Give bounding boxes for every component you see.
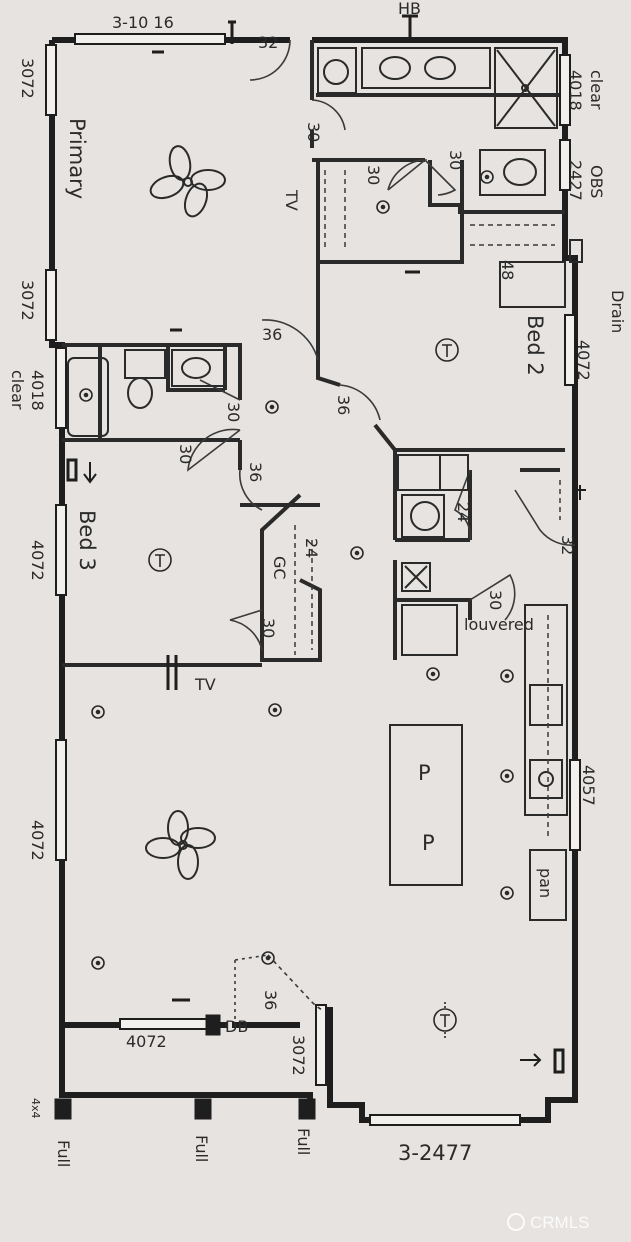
room-labels: Primary Bed 2 Bed 3 bbox=[65, 118, 547, 571]
label-door-30-laundry: 30 bbox=[486, 590, 505, 610]
door-bed3 bbox=[238, 469, 263, 511]
label-clear-top: clear bbox=[587, 70, 606, 110]
label-door-30-wc: 30 bbox=[446, 150, 465, 170]
watermark-text: CRMLS bbox=[530, 1213, 590, 1232]
label-door-30-bath-top: 30 bbox=[304, 122, 323, 142]
label-door-30-wic: 30 bbox=[364, 165, 383, 185]
label-door-32-side: 32 bbox=[558, 535, 577, 555]
light-fixture-icon bbox=[79, 170, 514, 970]
label-3072-mid: 3072 bbox=[18, 280, 37, 321]
door-bed2 bbox=[339, 384, 381, 421]
primary-shower bbox=[494, 47, 558, 129]
label-2427: 2427 bbox=[566, 160, 585, 201]
door-side bbox=[514, 489, 576, 546]
label-4072-living: 4072 bbox=[28, 820, 47, 861]
door-swings bbox=[187, 39, 576, 1020]
label-door-48-closet: 48 bbox=[498, 260, 517, 280]
windows bbox=[45, 33, 581, 1126]
label-clear-left: clear bbox=[8, 370, 27, 410]
ceiling-fan-icon bbox=[145, 810, 216, 880]
closet-shelves bbox=[294, 170, 561, 840]
ceiling-fan-icon bbox=[149, 145, 226, 218]
label-4x4: 4x4 bbox=[29, 1098, 42, 1119]
label-full-2: Full bbox=[192, 1135, 211, 1162]
label-door-30-bath2: 30 bbox=[224, 402, 243, 422]
label-3-2477: 3-2477 bbox=[398, 1141, 472, 1165]
label-full-3: Full bbox=[294, 1128, 313, 1155]
pantry bbox=[529, 849, 567, 921]
label-pan: pan bbox=[536, 868, 555, 898]
room-label-bed2: Bed 2 bbox=[523, 315, 547, 376]
label-4072-bottom: 4072 bbox=[126, 1032, 167, 1051]
door-hall-primary bbox=[261, 319, 319, 361]
label-4018-top: 4018 bbox=[566, 70, 585, 111]
door-entry bbox=[267, 954, 323, 1011]
label-win-primary-top: 3-10 16 bbox=[112, 13, 174, 32]
range bbox=[401, 562, 431, 592]
room-label-bed3: Bed 3 bbox=[75, 510, 99, 571]
label-door-24-laundry: 24 bbox=[454, 502, 473, 522]
label-door-24-closet: 24 bbox=[302, 538, 321, 558]
label-obs: OBS bbox=[587, 165, 606, 198]
label-tv-primary: TV bbox=[282, 189, 301, 211]
label-db: DB bbox=[225, 1017, 248, 1036]
label-4018-left: 4018 bbox=[28, 370, 47, 411]
label-3072-top: 3072 bbox=[18, 58, 37, 99]
fridge bbox=[401, 604, 458, 656]
label-4072-bed3: 4072 bbox=[28, 540, 47, 581]
label-full-1: Full bbox=[54, 1140, 73, 1167]
primary-vanity-left bbox=[317, 47, 357, 94]
label-tv-living: TV bbox=[194, 675, 216, 694]
label-3072-bottom: 3072 bbox=[289, 1035, 308, 1076]
label-door-30-bed3-closet: 30 bbox=[259, 618, 278, 638]
bath2-tub bbox=[67, 357, 109, 437]
label-island-p2: P bbox=[422, 831, 435, 855]
label-door-32-primary: 32 bbox=[258, 33, 278, 52]
room-label-primary: Primary bbox=[65, 118, 89, 199]
kitchen-island bbox=[389, 724, 463, 886]
label-drain: Drain bbox=[608, 290, 627, 333]
label-door-30-bath2b: 30 bbox=[176, 444, 195, 464]
smoke-detector-icon bbox=[148, 338, 459, 1038]
label-louvered: louvered bbox=[464, 615, 534, 634]
label-4057: 4057 bbox=[579, 765, 598, 806]
fixtures bbox=[67, 47, 583, 921]
dimension-labels: 3-10 16 HB clear 4018 OBS 2427 Drain 407… bbox=[8, 0, 627, 1167]
primary-double-sink bbox=[361, 47, 491, 89]
crmls-logo: CRMLS bbox=[507, 1213, 590, 1232]
label-hb: HB bbox=[398, 0, 421, 18]
label-door-36-bed3: 36 bbox=[246, 462, 265, 482]
label-island-p1: P bbox=[418, 761, 431, 785]
label-door-36-hall: 36 bbox=[262, 325, 282, 344]
door-bath-top bbox=[311, 99, 346, 131]
primary-toilet bbox=[479, 149, 546, 196]
door-primary-entry bbox=[249, 39, 291, 81]
label-door-36-entry: 36 bbox=[261, 990, 280, 1010]
logo-mark-icon bbox=[507, 1213, 525, 1231]
label-4072-bed2: 4072 bbox=[574, 340, 593, 381]
interior-walls bbox=[62, 40, 565, 667]
label-gc: GC bbox=[270, 556, 289, 580]
electrical-marks bbox=[54, 14, 586, 1120]
label-door-36-bed2: 36 bbox=[334, 395, 353, 415]
